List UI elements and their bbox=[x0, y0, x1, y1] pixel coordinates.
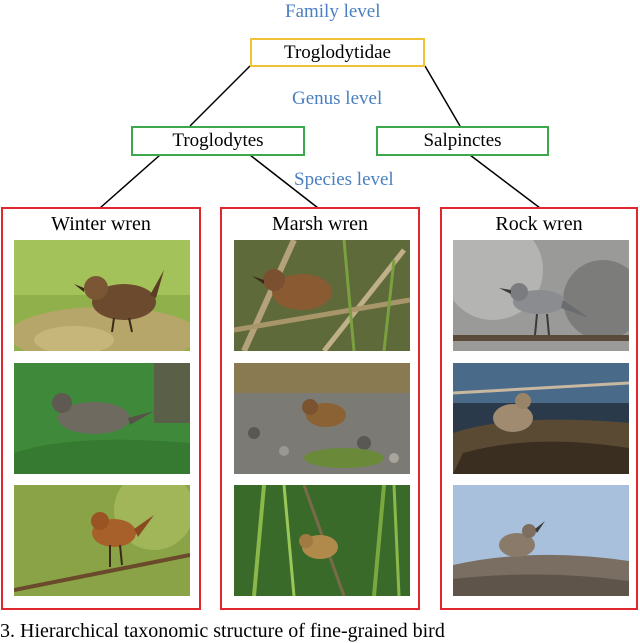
species-title: Marsh wren bbox=[271, 213, 369, 235]
genus-node-troglodytes: Troglodytes bbox=[131, 126, 305, 156]
edge-salpinctes-rock bbox=[469, 154, 541, 209]
wren-on-rail-photo bbox=[453, 240, 629, 351]
species-box-winter-wren: Winter wren bbox=[1, 207, 201, 610]
edge-family-salpinctes bbox=[424, 65, 461, 127]
genus-node-salpinctes: Salpinctes bbox=[376, 126, 549, 156]
wren-on-stems-photo bbox=[234, 485, 410, 596]
species-title: Winter wren bbox=[51, 213, 151, 235]
species-box-marsh-wren: Marsh wren bbox=[220, 207, 420, 610]
wren-on-grass-photo bbox=[14, 363, 190, 474]
figure-caption: 3. Hierarchical taxonomic structure of f… bbox=[0, 620, 445, 642]
edge-troglodytes-marsh bbox=[249, 154, 319, 209]
genus-level-label: Genus level bbox=[292, 88, 383, 109]
wren-on-gravel-photo bbox=[234, 363, 410, 474]
species-level-label: Species level bbox=[294, 169, 394, 190]
species-box-rock-wren: Rock wren bbox=[440, 207, 638, 610]
wren-on-moss-photo bbox=[14, 240, 190, 351]
family-node: Troglodytidae bbox=[250, 38, 425, 67]
wren-in-reeds-photo bbox=[234, 240, 410, 351]
species-title: Rock wren bbox=[495, 213, 583, 235]
family-level-label: Family level bbox=[285, 1, 381, 22]
wren-on-log-photo bbox=[453, 485, 629, 596]
edge-family-troglodytes bbox=[189, 65, 251, 127]
wren-on-rocks-photo bbox=[453, 363, 629, 474]
wren-on-branch-photo bbox=[14, 485, 190, 596]
edge-troglodytes-winter bbox=[99, 154, 161, 209]
